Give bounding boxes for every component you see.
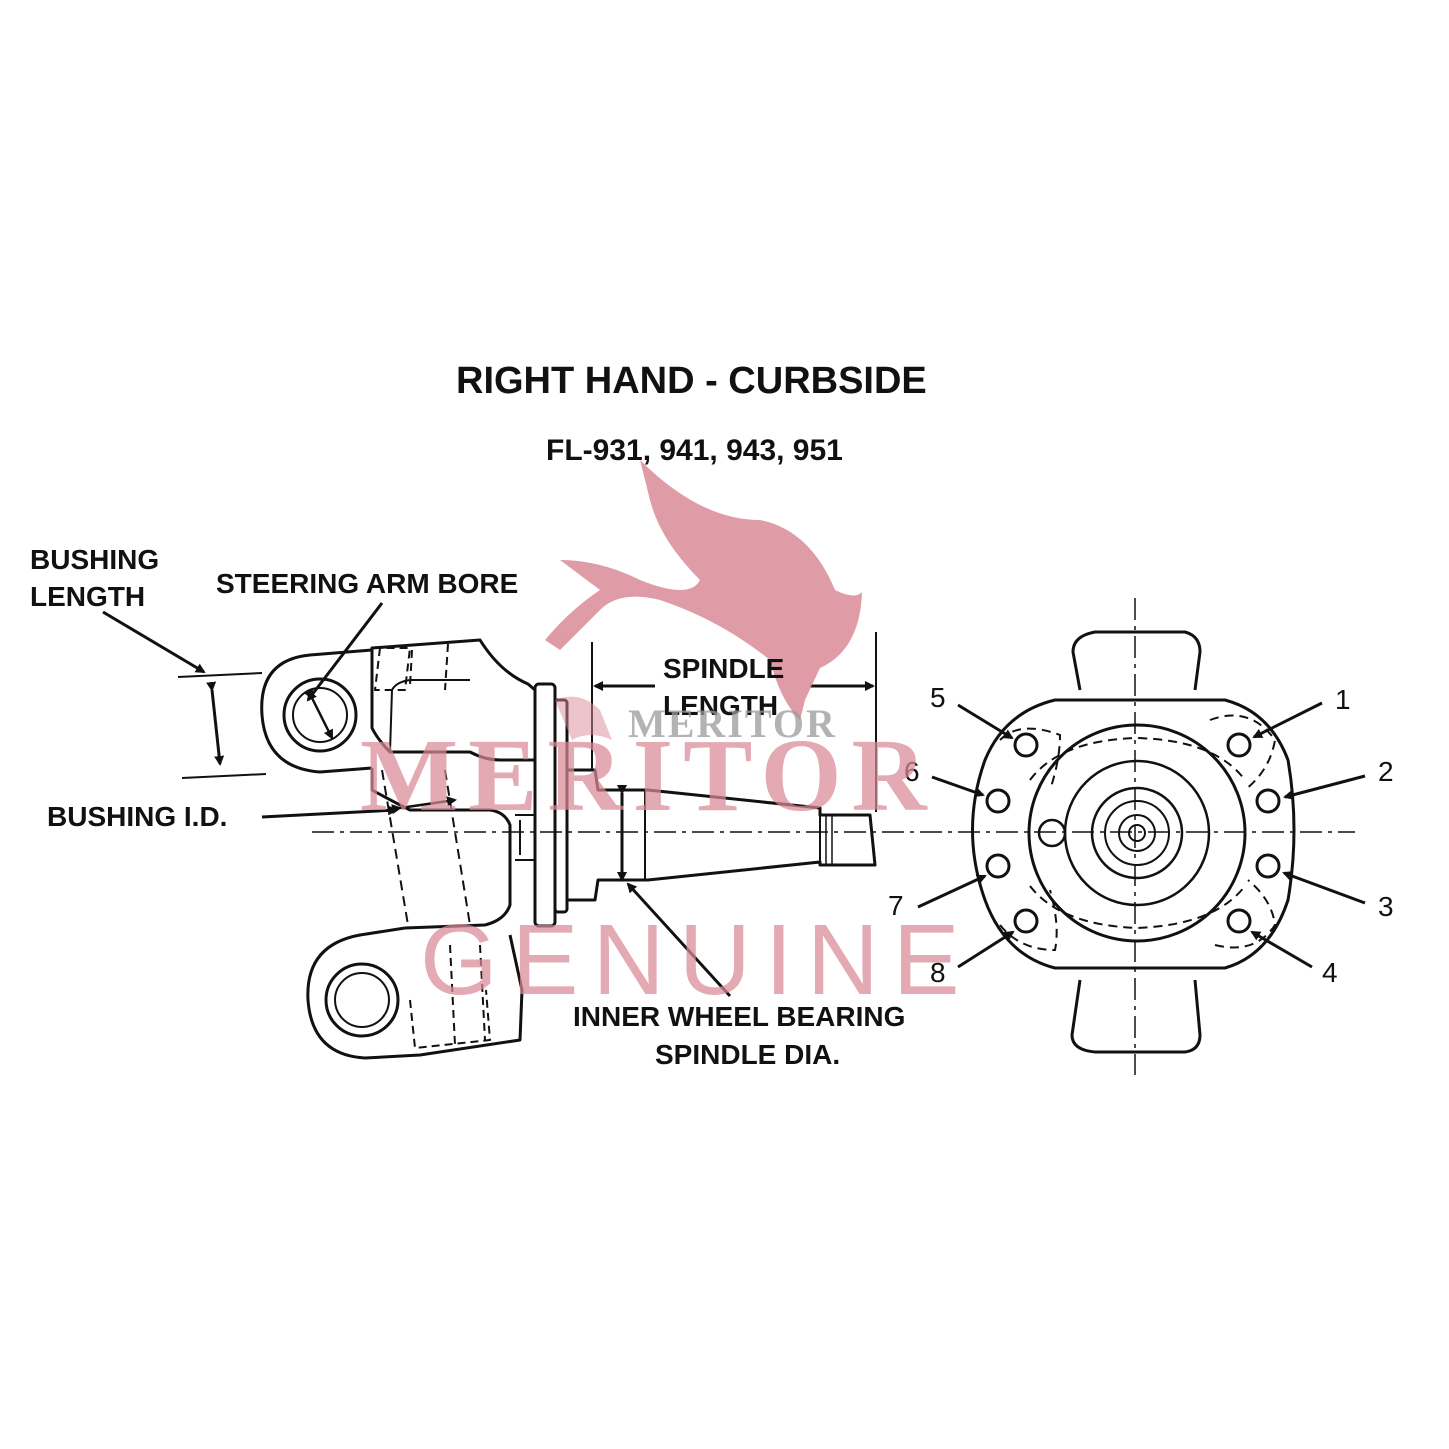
hole-leaders [917, 701, 1366, 969]
end-flange [971, 698, 1296, 970]
inner-bearing-label-1: INNER WHEEL BEARING [573, 1001, 906, 1032]
hole-number-7: 7 [888, 890, 904, 921]
knuckle-end-view [971, 598, 1296, 1075]
knuckle-yoke [370, 768, 512, 930]
spindle [567, 768, 877, 902]
bushing-length-label-2: LENGTH [30, 581, 146, 612]
hole-number-5: 5 [930, 682, 946, 713]
mounting-flange [533, 682, 557, 928]
bushing-length-dim [206, 681, 225, 766]
upper-bushing [374, 647, 411, 691]
bottom-boss [1070, 979, 1202, 1054]
hole-4 [1226, 908, 1252, 934]
steering-arm-bore-leader [306, 602, 384, 702]
bushing-id-label: BUSHING I.D. [47, 801, 228, 832]
hole-2 [1255, 788, 1281, 814]
spindle-length-label-2: LENGTH [663, 690, 779, 721]
knuckle-side-view [260, 638, 1355, 1060]
spindle-length-label-1: SPINDLE [663, 653, 785, 684]
bearing-dia-leader [626, 882, 732, 998]
bushing-id-leader [261, 805, 398, 819]
upper-arm-eye [260, 648, 373, 774]
hole-6 [985, 788, 1011, 814]
hole-5 [1013, 732, 1039, 758]
hole-1 [1226, 732, 1252, 758]
page-title: RIGHT HAND - CURBSIDE [456, 360, 927, 402]
upper-knuckle-body [370, 638, 537, 762]
hole-number-8: 8 [930, 957, 946, 988]
bushing-length-leader [102, 610, 206, 674]
hole-8 [1013, 908, 1039, 934]
top-boss [1071, 630, 1202, 691]
bushing-length-label-1: BUSHING [30, 544, 160, 575]
hole-number-2: 2 [1378, 756, 1394, 787]
hole-7 [985, 853, 1011, 879]
hole-number-6: 6 [904, 756, 920, 787]
hole-number-1: 1 [1335, 684, 1351, 715]
lower-arm-eye [306, 926, 524, 1060]
kingpin-line [381, 769, 471, 926]
hole-number-3: 3 [1378, 891, 1394, 922]
steering-arm-bore [282, 677, 358, 753]
hole-3 [1255, 853, 1281, 879]
inner-bearing-label-2: SPINDLE DIA. [655, 1039, 841, 1070]
steering-arm-bore-label: STEERING ARM BORE [216, 568, 519, 599]
model-list: FL-931, 941, 943, 951 [546, 434, 843, 467]
watermark-logo [545, 460, 862, 740]
hole-number-4: 4 [1322, 957, 1338, 988]
